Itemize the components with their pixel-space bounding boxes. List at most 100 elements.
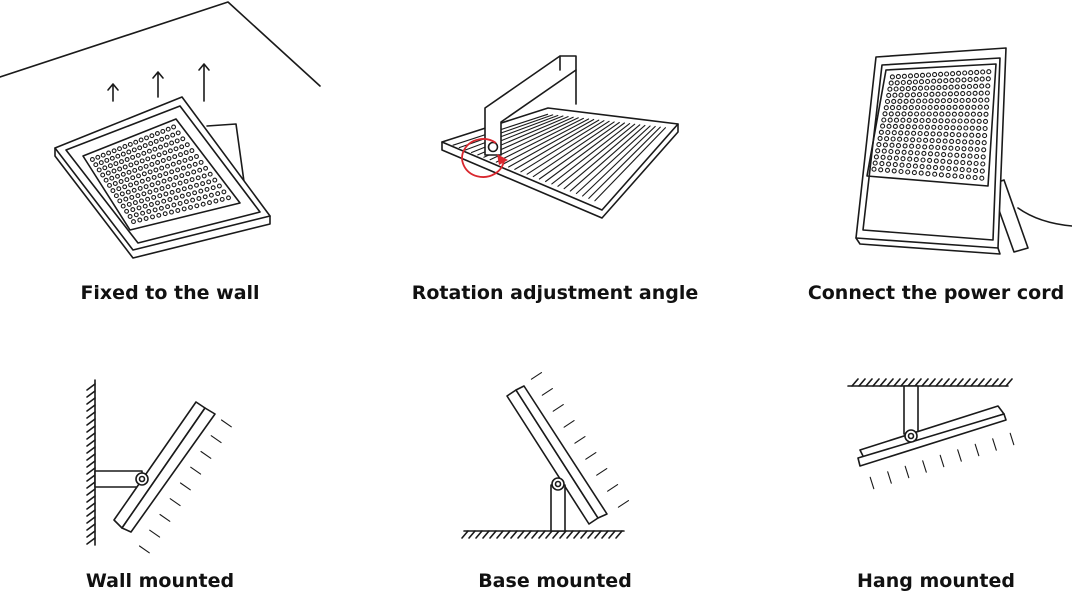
led-dot — [927, 157, 933, 163]
heat-sink-fin — [464, 114, 559, 151]
led-dot — [930, 131, 936, 137]
heat-sink-fin — [489, 117, 579, 161]
power-cord — [1017, 207, 1072, 227]
hatch-mark — [879, 378, 887, 387]
led-dot — [914, 111, 920, 117]
led-dot — [971, 104, 977, 110]
led-dot — [888, 148, 894, 155]
hatch-mark — [851, 378, 859, 387]
led-dot — [174, 138, 180, 144]
led-dot — [932, 171, 938, 177]
led-dot — [127, 141, 133, 147]
light-ray — [574, 436, 586, 444]
light-ray — [939, 454, 945, 468]
led-dot — [939, 165, 945, 171]
led-dot — [148, 202, 154, 207]
panel-wall-mounted: Wall mounted — [0, 330, 320, 610]
hatch-mark — [461, 530, 469, 539]
led-dot — [887, 155, 893, 161]
heat-sink-fin — [495, 117, 584, 163]
led-dot — [117, 146, 122, 152]
panel-base-mounted: Base mounted — [400, 330, 710, 610]
led-dot — [979, 83, 985, 89]
led-dot — [167, 197, 173, 202]
hatch-mark — [608, 530, 616, 539]
hatch-mark — [86, 474, 96, 482]
led-dot — [100, 172, 106, 178]
led-dot — [933, 158, 939, 164]
hatch-mark — [86, 397, 96, 405]
led-dot — [187, 184, 193, 190]
led-dot — [973, 160, 979, 167]
led-dot — [128, 182, 134, 188]
light-ray — [530, 372, 543, 380]
led-dot — [949, 77, 955, 83]
led-dot — [925, 171, 931, 177]
led-dot — [931, 78, 937, 84]
heat-sink-fin — [501, 118, 590, 166]
led-dot — [200, 201, 206, 207]
led-dot — [892, 92, 898, 98]
led-dot — [949, 132, 955, 138]
led-dot — [926, 111, 932, 117]
led-dot — [909, 143, 915, 149]
led-dot — [905, 86, 911, 92]
led-dot — [162, 150, 168, 156]
wall-mounted-illustration — [86, 379, 232, 554]
light-ray — [957, 449, 962, 462]
led-dot — [922, 144, 928, 150]
light-ray — [904, 465, 910, 479]
led-dot — [149, 133, 155, 139]
led-dot — [981, 140, 987, 146]
led-dot — [198, 188, 204, 194]
hatch-mark — [559, 530, 567, 539]
led-dot — [938, 118, 944, 124]
panel-connect-power-cord: Connect the power cord — [800, 0, 1072, 310]
led-dot — [941, 91, 947, 97]
led-dot — [176, 159, 182, 165]
hatch-mark — [921, 378, 929, 387]
led-dot — [901, 111, 907, 117]
led-dot — [956, 132, 962, 138]
hatch-mark — [949, 378, 957, 387]
led-dot — [924, 124, 930, 130]
hatch-mark — [928, 378, 936, 387]
led-dot — [978, 90, 984, 96]
led-dot — [178, 152, 183, 158]
led-dot — [152, 207, 158, 213]
led-dot — [171, 124, 177, 130]
led-dot — [872, 160, 878, 166]
led-dot — [960, 153, 966, 159]
led-dot — [944, 71, 950, 77]
light-ray — [1009, 432, 1015, 446]
led-dot — [919, 117, 925, 124]
led-dot — [913, 157, 919, 163]
light-ray — [992, 438, 997, 451]
hatch-mark — [573, 530, 581, 539]
hatch-mark — [886, 378, 894, 387]
led-dot — [133, 139, 139, 145]
led-dot — [147, 189, 153, 195]
led-dot — [155, 180, 161, 186]
light-ray — [552, 404, 564, 412]
led-dot — [932, 72, 938, 78]
led-dot — [933, 104, 939, 110]
hatch-mark — [615, 530, 623, 539]
led-dot — [137, 145, 143, 151]
hatch-mark — [991, 378, 999, 387]
led-dot — [938, 172, 944, 178]
hatch-mark — [1005, 378, 1013, 387]
led-dot — [912, 79, 918, 85]
led-dot — [109, 175, 115, 181]
led-dot — [215, 191, 221, 197]
led-dot — [973, 168, 979, 174]
led-dot — [135, 193, 141, 199]
hatch-mark — [86, 446, 96, 454]
led-dot — [141, 171, 147, 177]
caption-hang-mounted: Hang mounted — [857, 570, 1015, 592]
led-dot — [177, 180, 183, 186]
led-dot — [145, 196, 151, 202]
led-dot — [960, 84, 966, 90]
hatch-mark — [893, 378, 901, 387]
